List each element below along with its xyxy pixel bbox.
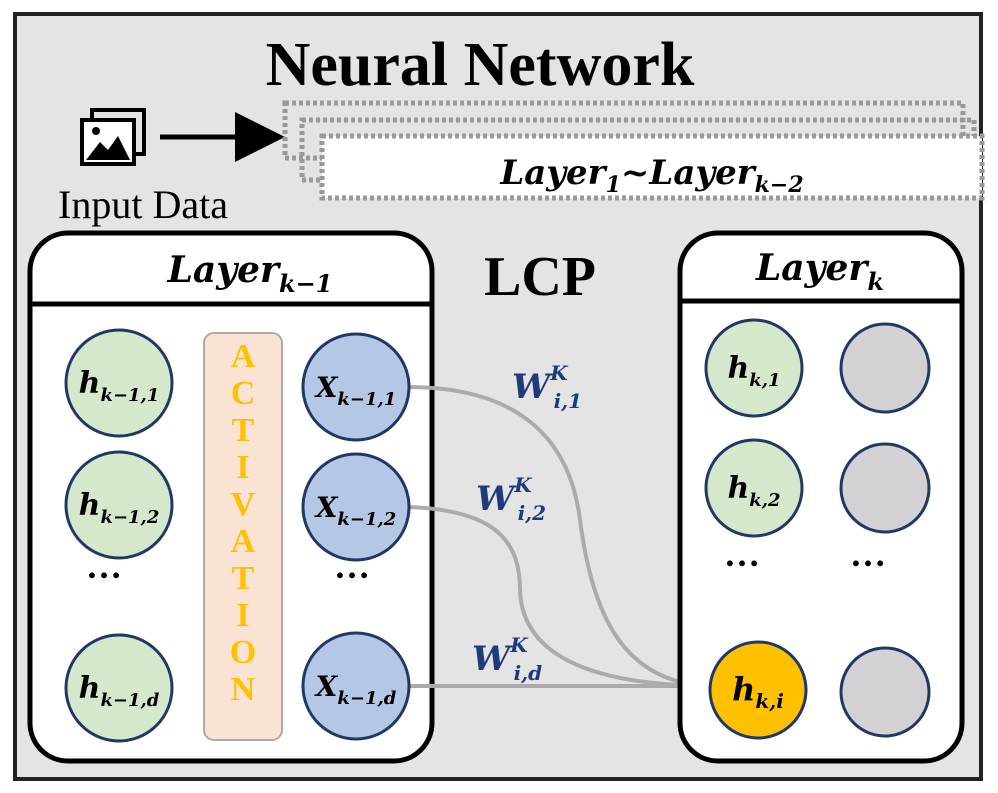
- h-node-k-minus-1-1: hk−1,1: [64, 328, 174, 438]
- activation-letter: C: [231, 375, 256, 412]
- layer-k-minus-1-title: Layerk−1: [167, 249, 333, 298]
- x-ellipsis: …: [334, 546, 370, 586]
- h-node-k-1: hk,1: [704, 318, 804, 418]
- activation-letter: I: [236, 449, 249, 486]
- h-node-k-2: hk,2: [704, 438, 804, 538]
- activation-letter: O: [230, 634, 256, 671]
- gray-node-3: [839, 646, 931, 738]
- activation-letter: T: [232, 412, 255, 449]
- layer-k-title: Layerk: [755, 247, 884, 296]
- x-node-k-minus-1-d: Xk−1,d: [301, 631, 411, 741]
- hidden-layers-stack: [282, 100, 985, 201]
- activation-bar: [203, 332, 283, 741]
- h-ellipsis-left: …: [86, 546, 122, 586]
- activation-letter: N: [231, 671, 256, 708]
- edge-x1: [407, 385, 706, 688]
- edge-x2: [407, 505, 706, 688]
- page-title: Neural Network: [266, 31, 695, 99]
- x-node-k-minus-1-2: Xk−1,2: [301, 452, 411, 562]
- k-ellipsis-right: …: [850, 534, 886, 574]
- k-ellipsis-left: …: [724, 534, 760, 574]
- lcp-label: LCP: [484, 246, 596, 308]
- image-icon: [80, 108, 146, 166]
- activation-letter: V: [231, 486, 256, 523]
- h-node-k-minus-1-2: hk−1,2: [64, 450, 174, 560]
- activation-letter: I: [236, 597, 249, 634]
- activation-letter: A: [231, 338, 256, 375]
- hidden-layers-label: Layer1~Layerk−2: [499, 153, 803, 198]
- gray-node-1: [839, 322, 931, 414]
- h-node-k-minus-1-d: hk−1,d: [64, 633, 174, 743]
- x-node-k-minus-1-1: Xk−1,1: [301, 332, 411, 442]
- lcp-connections: [407, 385, 706, 689]
- input-label: Input Data: [58, 182, 228, 227]
- gray-node-2: [839, 442, 931, 534]
- activation-letter: T: [232, 560, 255, 597]
- target-node-h-k-i: hk,i: [708, 640, 808, 740]
- activation-letter: A: [231, 523, 256, 560]
